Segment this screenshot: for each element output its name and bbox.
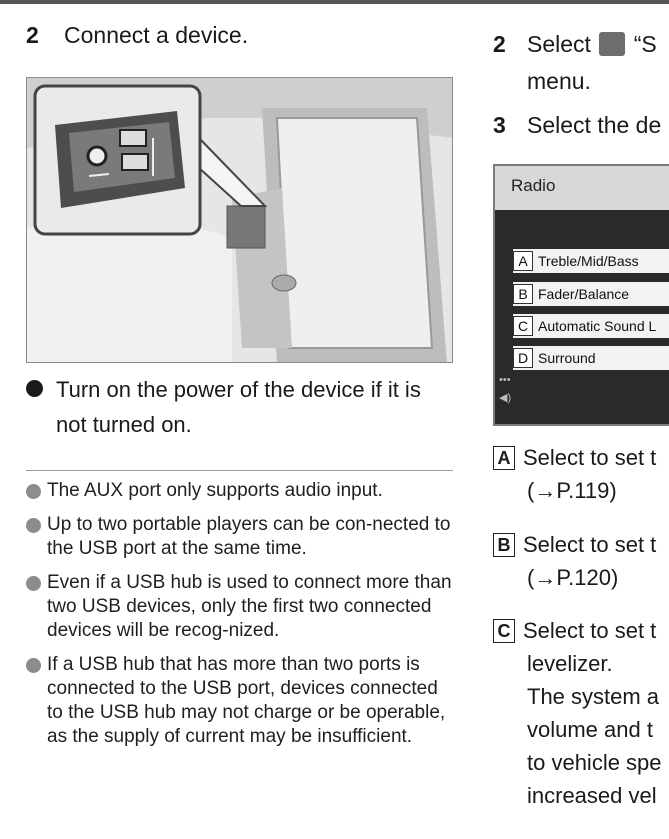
- top-rule: [0, 0, 669, 4]
- speaker-icon[interactable]: ◀): [499, 392, 512, 404]
- step-number: 2: [26, 22, 39, 48]
- menu-item-label: Automatic Sound L: [538, 318, 657, 334]
- note-text: Even if a USB hub is used to connect mor…: [47, 572, 452, 641]
- bullet-dot-icon: [26, 380, 43, 397]
- step-number: 2: [493, 31, 506, 57]
- description-text: Select to set t: [523, 618, 657, 643]
- description-text: Select to set t: [523, 445, 657, 470]
- description-c: C Select to set t levelizer. The system a…: [493, 614, 662, 812]
- notes-list: The AUX port only supports audio input. …: [26, 479, 456, 759]
- screen-title: Radio: [511, 176, 556, 195]
- note-text: Up to two portable players can be con-ne…: [47, 514, 451, 559]
- step-number: 3: [493, 112, 506, 138]
- callout-label: B: [513, 284, 533, 304]
- note-bullet-icon: [26, 518, 41, 533]
- page-reference: (→P.120): [527, 565, 619, 590]
- note-text: If a USB hub that has more than two port…: [47, 654, 446, 747]
- callout-label: A: [513, 251, 533, 271]
- more-icon[interactable]: •••: [499, 374, 511, 386]
- description-a: A Select to set t (→P.119): [493, 441, 656, 507]
- step-connect-device: 2 Connect a device.: [26, 21, 248, 49]
- callout-label: D: [513, 348, 533, 368]
- step-select-sound: 2 Select “S: [493, 30, 657, 58]
- note-bullet-icon: [26, 658, 41, 673]
- step-text-before: Select: [527, 31, 591, 57]
- note-item: If a USB hub that has more than two port…: [26, 653, 456, 749]
- callout-label: C: [493, 619, 515, 643]
- page-reference: (→P.119): [527, 478, 617, 503]
- step-text: Connect a device.: [64, 22, 249, 48]
- description-text: Select to set t: [523, 532, 657, 557]
- callout-label: C: [513, 316, 533, 336]
- speaker-icon: [599, 32, 626, 56]
- description-text: increased vel: [527, 783, 657, 808]
- description-text: The system a: [527, 684, 660, 709]
- note-item: The AUX port only supports audio input.: [26, 479, 456, 503]
- section-divider: [26, 470, 453, 471]
- callout-label: A: [493, 446, 515, 470]
- step-text: Select the de: [527, 112, 662, 138]
- step-text-after: “S: [633, 31, 657, 57]
- bullet-text: Turn on the power of the device if it is…: [56, 377, 421, 437]
- description-b: B Select to set t (→P.120): [493, 528, 656, 594]
- note-text: The AUX port only supports audio input.: [47, 480, 383, 501]
- note-item: Even if a USB hub is used to connect mor…: [26, 571, 456, 643]
- note-bullet-icon: [26, 484, 41, 499]
- callout-label: B: [493, 533, 515, 557]
- menu-item-surround[interactable]: D Surround: [513, 346, 669, 370]
- menu-item-label: Treble/Mid/Bass: [538, 253, 639, 269]
- step-continuation: menu.: [527, 68, 591, 94]
- description-text: to vehicle spe: [527, 750, 662, 775]
- radio-settings-screen: Radio A Treble/Mid/Bass B Fader/Balance …: [493, 164, 669, 426]
- menu-item-label: Fader/Balance: [538, 286, 630, 302]
- description-text: levelizer.: [527, 651, 613, 676]
- menu-item-treble[interactable]: A Treble/Mid/Bass: [513, 249, 669, 273]
- menu-item-fader[interactable]: B Fader/Balance: [513, 282, 669, 306]
- usb-port-photo: [26, 77, 453, 363]
- menu-item-automatic-sound[interactable]: C Automatic Sound L: [513, 314, 669, 338]
- power-on-bullet: Turn on the power of the device if it is…: [26, 372, 456, 442]
- step-select-desired: 3 Select the de: [493, 111, 661, 139]
- screen-header: [495, 166, 669, 210]
- menu-item-label: Surround: [538, 350, 596, 366]
- note-item: Up to two portable players can be con-ne…: [26, 513, 456, 561]
- description-text: volume and t: [527, 717, 653, 742]
- note-bullet-icon: [26, 576, 41, 591]
